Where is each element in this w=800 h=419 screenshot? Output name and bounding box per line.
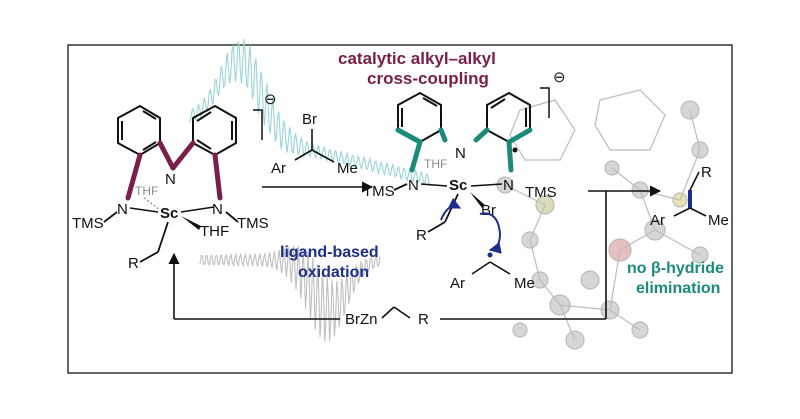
outer-frame <box>67 44 733 374</box>
me-label: Me <box>337 160 358 177</box>
coupled-product: R Ar Me <box>650 164 729 229</box>
no-beta-hydride-line2: elimination <box>636 280 720 297</box>
right-tms-left-label: TMS <box>363 183 395 200</box>
electron-arrow-1 <box>440 197 462 221</box>
alkyl-radical: Ar Me <box>450 252 535 292</box>
right-thf-label: THF <box>424 157 447 171</box>
n-center-label: N <box>165 171 176 188</box>
brzn-label: BrZn <box>345 311 378 328</box>
left-scandium-complex: N N N TMS TMS THF Sc THF R ⊖ <box>72 91 277 272</box>
alkyl-bromide: Br Ar Me <box>271 111 358 177</box>
product-me-label: Me <box>708 212 729 229</box>
thf-bottom-label: THF <box>200 223 229 240</box>
crystal-structure-image <box>496 89 709 350</box>
left-aryl-ring <box>117 104 161 157</box>
radical-dot <box>487 252 493 258</box>
right-tms-right-label: TMS <box>525 184 557 201</box>
right-aryl-ring <box>192 104 237 157</box>
scandium-label: Sc <box>160 205 178 222</box>
ar-label: Ar <box>271 160 286 177</box>
charge-right: ⊖ <box>553 69 566 86</box>
ligand-oxidation-line2: oxidation <box>298 264 369 281</box>
tms-right-label: TMS <box>237 215 269 232</box>
n-left-label: N <box>117 201 128 218</box>
right-scandium-label: Sc <box>449 177 467 194</box>
tms-left-label: TMS <box>72 215 104 232</box>
right-n-right-label: N <box>503 177 514 194</box>
catalytic-title-line2: cross-coupling <box>367 69 489 88</box>
background-spectrum <box>189 39 431 342</box>
ligand-oxidation-line1: ligand-based <box>280 244 379 261</box>
electron-arrow-2 <box>479 212 502 254</box>
catalytic-title-line1: catalytic alkyl–alkyl <box>338 49 496 68</box>
radical-me-label: Me <box>514 275 535 292</box>
product-ar-label: Ar <box>650 212 665 229</box>
no-beta-hydride-line1: no β-hydride <box>627 260 724 277</box>
radical-dot-ligand <box>512 147 518 153</box>
organozinc-r-label: R <box>418 311 429 328</box>
alkyl-r-label: R <box>128 255 139 272</box>
ligand-backbone <box>125 140 223 201</box>
organozinc-reagent: BrZn R <box>345 306 429 328</box>
right-scandium-complex: N N N TMS TMS THF Sc Br R ⊖ <box>363 69 566 254</box>
right-n-left-label: N <box>408 177 419 194</box>
n-right-label: N <box>212 201 223 218</box>
right-alkyl-r-label: R <box>416 227 427 244</box>
right-ligand-backbone <box>395 127 533 173</box>
product-r-label: R <box>701 164 712 181</box>
br-label: Br <box>302 111 317 128</box>
thf-top-label: THF <box>135 184 158 198</box>
right-n-center-label: N <box>455 145 466 162</box>
charge-left: ⊖ <box>264 91 277 108</box>
radical-ar-label: Ar <box>450 275 465 292</box>
